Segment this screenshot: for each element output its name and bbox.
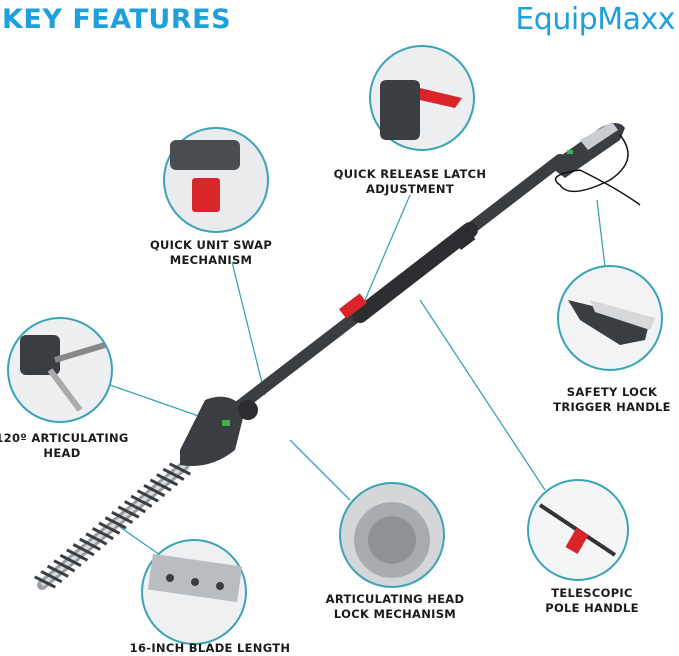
blade-tooth bbox=[66, 548, 78, 557]
blade-tooth bbox=[63, 564, 76, 573]
blade-tooth bbox=[76, 553, 89, 562]
callout-line-unit-swap bbox=[231, 261, 266, 396]
blade-tooth bbox=[40, 570, 53, 578]
blade-tooth bbox=[160, 483, 172, 492]
label-line: SAFETY LOCK bbox=[566, 385, 658, 399]
brand-logo: EquipMaxx bbox=[515, 2, 675, 37]
blade-tooth bbox=[72, 543, 85, 552]
blade-tooth bbox=[95, 537, 108, 546]
blade-tooth bbox=[162, 467, 175, 476]
blade-tooth bbox=[79, 537, 91, 546]
blade-tooth bbox=[85, 532, 98, 541]
blade-tooth bbox=[46, 564, 59, 573]
callout-line-telescopic bbox=[419, 299, 546, 491]
blade-tooth bbox=[98, 521, 110, 530]
callout-line-latch bbox=[364, 194, 411, 301]
blade-tooth bbox=[108, 526, 121, 535]
hedge-blade bbox=[34, 460, 191, 590]
label-line: QUICK RELEASE LATCH bbox=[333, 167, 487, 181]
callout-line-head bbox=[109, 384, 211, 421]
blade-tooth bbox=[115, 521, 127, 530]
motor-head bbox=[180, 396, 258, 466]
blade-tooth bbox=[140, 499, 153, 508]
blade-tooth bbox=[121, 516, 134, 524]
label-line: LOCK MECHANISM bbox=[333, 607, 457, 621]
callout-circles bbox=[7, 45, 663, 645]
label-line: TRIGGER HANDLE bbox=[553, 400, 671, 414]
label-line: POLE HANDLE bbox=[545, 601, 639, 615]
blade-tooth bbox=[136, 489, 149, 498]
blade-tooth bbox=[172, 473, 185, 481]
callout-lines bbox=[109, 194, 606, 556]
blade-tooth bbox=[53, 559, 65, 568]
blade-tooth bbox=[127, 510, 140, 519]
blade-tooth bbox=[82, 548, 95, 557]
blade-tooth bbox=[44, 580, 56, 589]
callout-line-safety bbox=[596, 199, 606, 268]
blade-tooth bbox=[102, 532, 114, 541]
trigger-handle bbox=[548, 122, 641, 206]
blade-tooth bbox=[57, 569, 69, 578]
blade-tooth bbox=[134, 505, 146, 514]
blade-tooth bbox=[89, 542, 101, 551]
label-line: QUICK UNIT SWAP bbox=[149, 238, 273, 252]
blade-tooth bbox=[143, 483, 155, 492]
blade-tooth bbox=[179, 467, 191, 476]
blade-tooth bbox=[153, 489, 166, 498]
blade-tooth bbox=[166, 478, 179, 487]
label-line: 120º ARTICULATING bbox=[0, 431, 129, 445]
blade-tooth bbox=[149, 478, 162, 487]
label-line: MECHANISM bbox=[169, 253, 253, 267]
label-line: ADJUSTMENT bbox=[366, 182, 454, 196]
label-line: HEAD bbox=[43, 446, 81, 460]
label-line: ARTICULATING HEAD bbox=[325, 592, 465, 606]
blade-tooth bbox=[59, 553, 72, 562]
blade-tooth bbox=[50, 575, 63, 584]
feature-label-blade: 16-INCH BLADE LENGTH bbox=[130, 641, 291, 656]
blade-tooth bbox=[34, 575, 46, 584]
blade-tooth bbox=[124, 500, 136, 509]
power-cord bbox=[554, 134, 641, 206]
blade-tooth bbox=[147, 494, 159, 503]
blade-tooth bbox=[117, 505, 130, 514]
callout-line-head-lock bbox=[289, 439, 351, 501]
blade-tooth bbox=[156, 473, 168, 482]
latch-red bbox=[339, 293, 367, 319]
blade-tooth bbox=[111, 510, 123, 519]
blade-tooth bbox=[70, 559, 82, 568]
label-line: 16-INCH BLADE LENGTH bbox=[129, 641, 291, 655]
blade-tooth bbox=[91, 527, 104, 535]
blade-tooth bbox=[104, 516, 117, 525]
blade-tooth bbox=[169, 462, 181, 471]
page-title: KEY FEATURES bbox=[2, 4, 232, 35]
label-line: TELESCOPIC bbox=[551, 586, 633, 600]
blade-tooth bbox=[130, 494, 143, 503]
